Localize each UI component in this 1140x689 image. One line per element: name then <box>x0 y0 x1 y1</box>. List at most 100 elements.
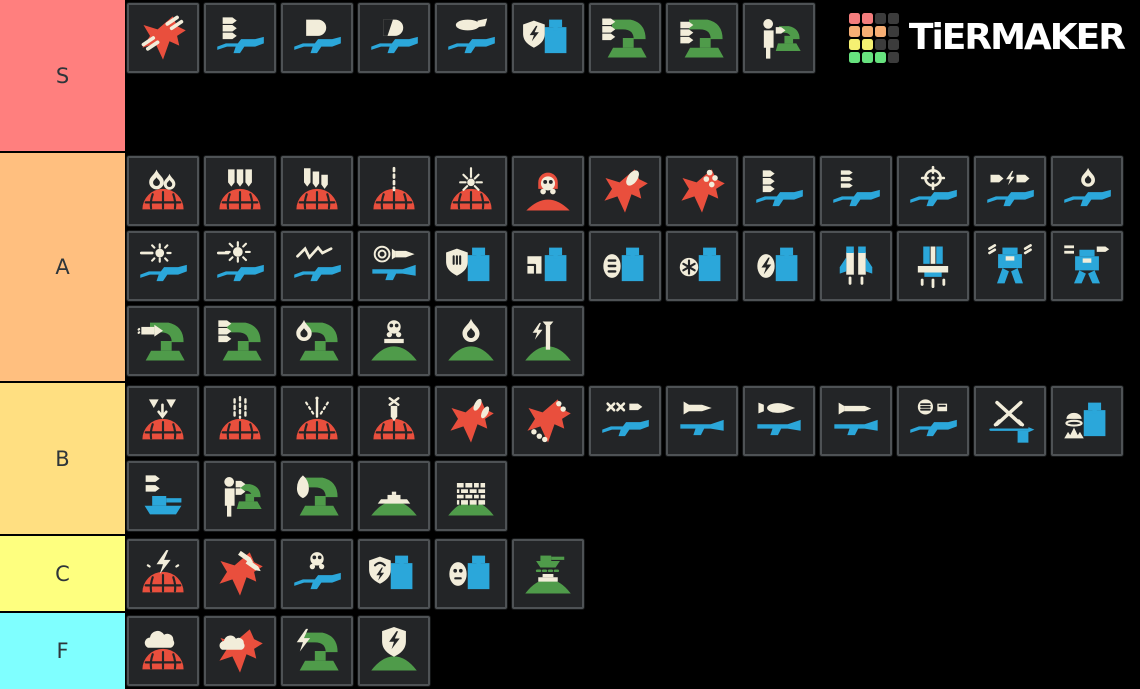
tier-item[interactable] <box>204 231 276 301</box>
tier-item[interactable] <box>666 3 738 73</box>
eagle-110mm-rocket-pods-icon <box>219 550 263 596</box>
heavy-machine-gun-icon <box>910 399 957 437</box>
incendiary-mines-icon <box>448 318 494 361</box>
tier-item[interactable] <box>127 306 199 376</box>
tier-item[interactable] <box>127 231 199 301</box>
tier-item[interactable] <box>820 386 892 456</box>
tier-item[interactable] <box>358 539 430 609</box>
tier-item[interactable] <box>1051 231 1123 301</box>
tier-item[interactable] <box>127 616 199 686</box>
tier-item[interactable] <box>204 156 276 226</box>
tier-item[interactable] <box>435 461 507 531</box>
hover-pack-icon <box>917 246 949 288</box>
tier-item[interactable] <box>435 231 507 301</box>
tier-item[interactable] <box>820 231 892 301</box>
logo-grid-square <box>848 39 860 50</box>
emancipator-exosuit-icon <box>1064 245 1110 284</box>
orbital-precision-strike-icon <box>373 166 415 210</box>
orbital-railcannon-strike-icon <box>296 396 338 440</box>
tier-item[interactable] <box>281 231 353 301</box>
tier-item[interactable] <box>204 3 276 73</box>
tier-item[interactable] <box>281 539 353 609</box>
logo-grid-square <box>848 26 860 37</box>
tier-item[interactable] <box>1051 156 1123 226</box>
tier-item[interactable] <box>358 616 430 686</box>
orbital-smoke-strike-icon <box>142 630 184 670</box>
tier-item[interactable] <box>204 539 276 609</box>
tier-item[interactable] <box>435 539 507 609</box>
expendable-anti-tank-icon <box>680 401 724 436</box>
tier-item[interactable] <box>743 386 815 456</box>
tier-item[interactable] <box>897 386 969 456</box>
logo-grid-square <box>861 52 873 63</box>
tier-item[interactable] <box>204 616 276 686</box>
tier-item[interactable] <box>281 461 353 531</box>
tier-item[interactable] <box>127 386 199 456</box>
tier-item[interactable] <box>358 231 430 301</box>
orbital-gatling-barrage-icon <box>142 399 184 440</box>
tier-item[interactable] <box>974 386 1046 456</box>
tier-item[interactable] <box>589 386 661 456</box>
tier-item[interactable] <box>743 156 815 226</box>
laser-cannon-icon <box>139 243 187 282</box>
tier-item[interactable] <box>127 3 199 73</box>
anti-tank-emplacement-icon <box>525 555 571 594</box>
tier-item[interactable] <box>974 231 1046 301</box>
tier-item[interactable] <box>897 231 969 301</box>
ammo-pack-icon <box>526 247 567 282</box>
barricade-icon <box>448 482 494 516</box>
logo-grid-square <box>848 52 860 63</box>
tier-item[interactable] <box>743 231 815 301</box>
tier-item[interactable] <box>512 386 584 456</box>
orbital-napalm-barrage-icon <box>142 169 184 210</box>
tier-item[interactable] <box>281 616 353 686</box>
tier-item[interactable] <box>358 306 430 376</box>
sterilizer-icon <box>294 552 341 590</box>
tier-item[interactable] <box>512 156 584 226</box>
tier-item[interactable] <box>127 461 199 531</box>
eagle-strafing-run-icon <box>141 15 186 60</box>
tier-item[interactable] <box>974 156 1046 226</box>
tier-item[interactable] <box>512 539 584 609</box>
tier-item[interactable] <box>820 156 892 226</box>
tier-label-f: F <box>0 613 125 689</box>
tier-item[interactable] <box>281 3 353 73</box>
tier-item[interactable] <box>435 3 507 73</box>
tier-item[interactable] <box>281 156 353 226</box>
tiermaker-logo[interactable]: TiERMAKER <box>848 13 1126 63</box>
tier-item[interactable] <box>127 156 199 226</box>
tier-item[interactable] <box>358 386 430 456</box>
tier-item[interactable] <box>589 3 661 73</box>
flame-sentry-icon <box>296 319 339 361</box>
tier-item[interactable] <box>281 306 353 376</box>
tier-item[interactable] <box>435 156 507 226</box>
tier-item[interactable] <box>666 231 738 301</box>
tier-item[interactable] <box>512 231 584 301</box>
rocket-sentry-icon <box>137 322 185 361</box>
tier-item[interactable] <box>435 306 507 376</box>
tier-item[interactable] <box>512 3 584 73</box>
tier-item[interactable] <box>666 386 738 456</box>
tier-item[interactable] <box>435 386 507 456</box>
tier-item[interactable] <box>358 156 430 226</box>
tier-item[interactable] <box>512 306 584 376</box>
tier-item[interactable] <box>589 156 661 226</box>
patriot-exosuit-icon <box>988 244 1032 284</box>
tier-item[interactable] <box>358 461 430 531</box>
tier-item[interactable] <box>204 386 276 456</box>
tier-item[interactable] <box>897 156 969 226</box>
tier-item[interactable] <box>743 3 815 73</box>
tesla-tower-icon <box>525 321 571 361</box>
armored-vehicle-icon <box>144 475 182 515</box>
tier-item[interactable] <box>204 306 276 376</box>
tier-item[interactable] <box>666 156 738 226</box>
tier-item[interactable] <box>589 231 661 301</box>
tier-item[interactable] <box>127 539 199 609</box>
jump-pack-icon <box>839 246 873 285</box>
tier-item[interactable] <box>281 386 353 456</box>
logo-grid-square <box>874 26 886 37</box>
tier-item[interactable] <box>204 461 276 531</box>
tier-row-b: B <box>0 383 1140 536</box>
tier-item[interactable] <box>1051 386 1123 456</box>
tier-item[interactable] <box>358 3 430 73</box>
